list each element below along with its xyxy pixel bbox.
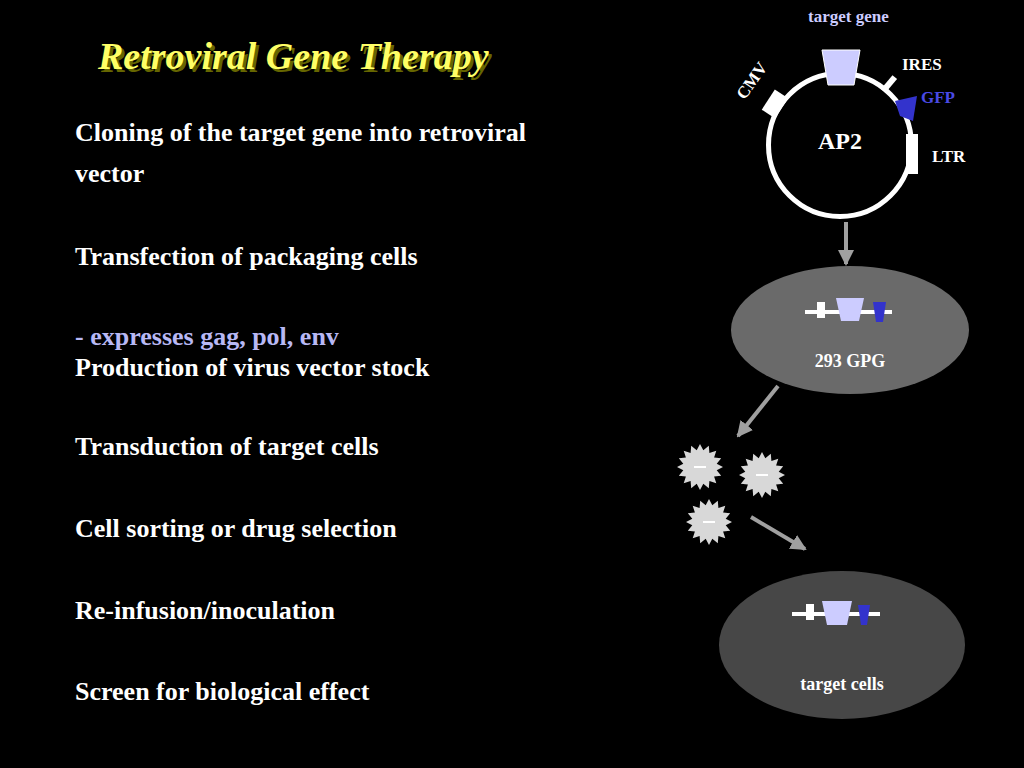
packaging-cell-outline bbox=[730, 265, 970, 395]
step-text: Transfection of packaging cells bbox=[75, 236, 485, 277]
flow-arrow bbox=[751, 517, 805, 549]
step-text: Cell sorting or drug selection bbox=[75, 512, 397, 546]
virus-particle bbox=[677, 444, 723, 490]
packaging-cell: 293 GPG bbox=[730, 265, 970, 395]
ltr-element bbox=[906, 134, 918, 174]
flow-arrow bbox=[738, 386, 778, 436]
plasmid-elements bbox=[762, 50, 918, 174]
target-cell-outline bbox=[718, 570, 966, 720]
part-label: target gene bbox=[808, 6, 889, 28]
part-label: LTR bbox=[932, 146, 965, 168]
node-label: AP2 bbox=[765, 128, 915, 155]
step-text: Re-infusion/inoculation bbox=[75, 594, 335, 628]
flow-arrow bbox=[844, 222, 848, 264]
slide-title: Retroviral Gene Therapy bbox=[98, 34, 489, 78]
step-note: - expresses gag, pol, env bbox=[75, 320, 339, 354]
part-label: GFP bbox=[921, 87, 955, 109]
step-text: Transduction of target cells bbox=[75, 430, 379, 464]
node-label: target cells bbox=[718, 674, 966, 695]
target-gene-insert bbox=[822, 50, 860, 85]
part-label: IRES bbox=[902, 54, 942, 76]
virus-particle bbox=[739, 452, 785, 498]
step-text: Screen for biological effect bbox=[75, 675, 369, 709]
cmv-promoter bbox=[762, 90, 788, 119]
plasmid-vector: AP2 bbox=[765, 70, 915, 220]
step-text: Cloning of the target gene into retrovir… bbox=[75, 112, 545, 194]
target-cell: target cells bbox=[718, 570, 966, 720]
virus-particles bbox=[677, 444, 785, 545]
part-label: CMV bbox=[732, 58, 773, 104]
step-text: Production of virus vector stock bbox=[75, 351, 429, 385]
virus-particle bbox=[686, 499, 732, 545]
node-label: 293 GPG bbox=[730, 351, 970, 372]
